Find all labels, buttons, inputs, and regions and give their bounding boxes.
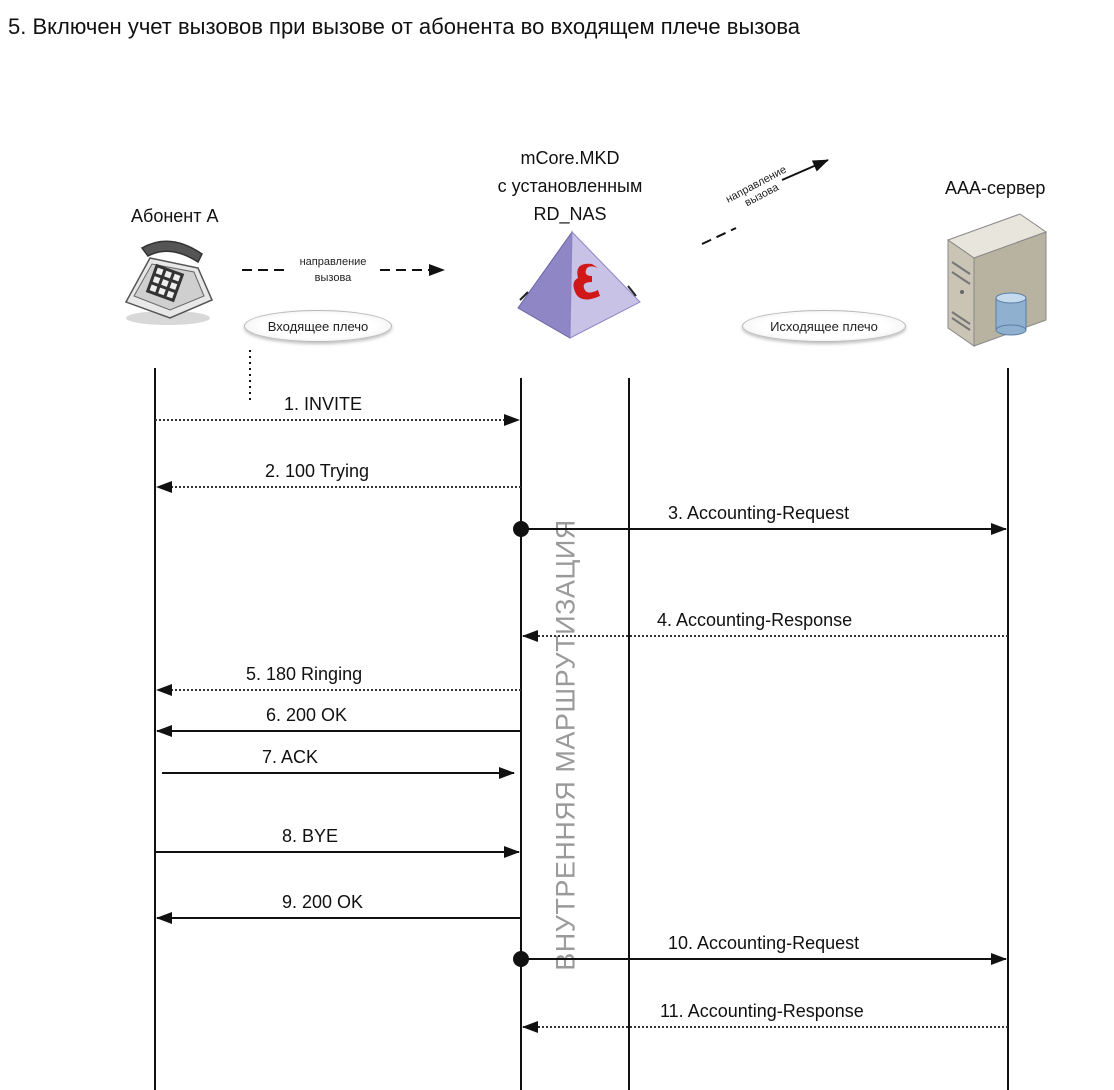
- outgoing-leg-oval: Исходящее плечо: [742, 310, 906, 342]
- message-origin-dot-3: [513, 521, 529, 537]
- mcore-label-line1: mCore.MKD: [520, 148, 620, 168]
- direction-label-left-line2: вызова: [314, 272, 352, 284]
- message-label-6: 6. 200 OK: [266, 705, 348, 725]
- message-label-2: 2. 100 Trying: [265, 461, 370, 481]
- message-origin-dot-10: [513, 951, 529, 967]
- message-label-11: 11. Accounting-Response: [660, 1001, 864, 1021]
- subscriber-label: Абонент А: [131, 206, 219, 226]
- outgoing-leg-label: Исходящее плечо: [770, 318, 878, 334]
- database-icon: [995, 292, 1027, 336]
- message-label-7: 7. ACK: [262, 747, 319, 767]
- incoming-leg-label: Входящее плечо: [267, 318, 369, 334]
- page-title: 5. Включен учет вызовов при вызове от аб…: [8, 14, 801, 39]
- message-label-8: 8. BYE: [282, 826, 339, 846]
- message-label-3: 3. Accounting-Request: [668, 503, 850, 523]
- message-label-1: 1. INVITE: [284, 394, 363, 414]
- direction-label-left-line1: направление: [299, 256, 367, 268]
- aaa-server-label: ААА-сервер: [945, 178, 1046, 198]
- message-label-9: 9. 200 OK: [282, 892, 364, 912]
- message-label-5: 5. 180 Ringing: [246, 664, 363, 684]
- telephone-icon: [124, 240, 213, 325]
- mcore-label-line2: с установленным: [497, 176, 643, 196]
- mcore-label-line3: RD_NAS: [533, 204, 607, 224]
- mcore-pyramid-icon: [517, 230, 641, 339]
- message-label-4: 4. Accounting-Response: [657, 610, 853, 630]
- message-label-10: 10. Accounting-Request: [668, 933, 860, 953]
- aaa-server-icon: [946, 213, 1048, 347]
- incoming-leg-oval: Входящее плечо: [244, 310, 392, 342]
- direction-arrow-right: [701, 159, 829, 245]
